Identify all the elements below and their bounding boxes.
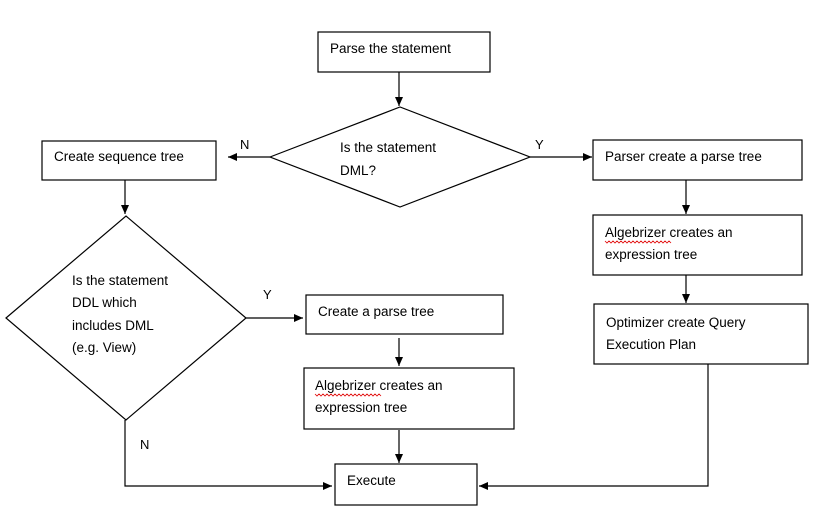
edge-optimizer-to-execute bbox=[479, 364, 709, 490]
node-create-sequence-tree: Create sequence tree bbox=[41, 140, 217, 181]
spellcheck-underline bbox=[314, 393, 382, 397]
node-execute: Execute bbox=[334, 463, 478, 506]
node-parse: Parse the statement bbox=[317, 31, 491, 73]
spellcheck-underline bbox=[604, 240, 672, 244]
svg-text:Parse the statement: Parse the statement bbox=[330, 41, 451, 56]
node-create-parse-tree: Create a parse tree bbox=[305, 294, 504, 335]
label-ddl-no: N bbox=[140, 437, 149, 452]
label-dml-no: N bbox=[240, 137, 249, 152]
node-parser-create-parse-tree: Parser create a parse tree bbox=[592, 139, 803, 181]
label-dml-yes: Y bbox=[535, 137, 544, 152]
svg-text:Create a parse tree: Create a parse tree bbox=[318, 304, 434, 319]
edge-ddl-no bbox=[124, 420, 332, 490]
svg-text:Parser create a parse tree: Parser create a parse tree bbox=[605, 149, 762, 164]
label-ddl-yes: Y bbox=[263, 287, 272, 302]
svg-text:Execute: Execute bbox=[347, 473, 396, 488]
svg-text:Create sequence tree: Create sequence tree bbox=[54, 149, 184, 164]
